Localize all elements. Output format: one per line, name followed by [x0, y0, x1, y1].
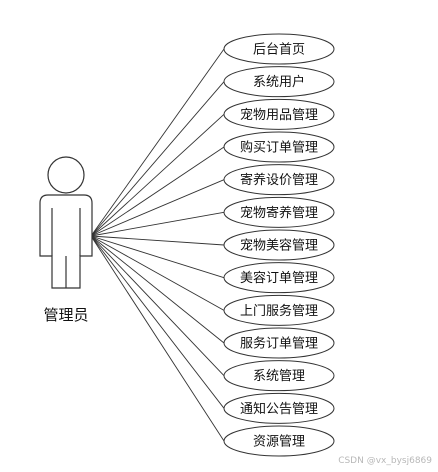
- use-case-label: 系统用户: [253, 74, 305, 90]
- use-case-ellipse: [223, 392, 335, 424]
- association-line: [90, 235, 225, 376]
- use-case-label: 资源管理: [253, 435, 305, 450]
- use-case: 系统管理: [223, 360, 335, 392]
- use-case-label: 宠物用品管理: [240, 107, 318, 123]
- association-line: [90, 114, 225, 237]
- use-case: 宠物寄养管理: [223, 196, 335, 228]
- use-case: 后台首页: [223, 33, 335, 65]
- use-case-label: 上门服务管理: [240, 303, 318, 319]
- actor-body: [39, 194, 93, 289]
- use-case-label: 系统管理: [253, 369, 305, 384]
- use-case-label: 寄养设价管理: [240, 172, 318, 188]
- use-case-label: 后台首页: [253, 43, 305, 58]
- use-case-ellipse: [223, 425, 335, 457]
- association-line: [90, 235, 225, 246]
- use-case-label: 美容订单管理: [240, 270, 318, 286]
- watermark: CSDN @vx_bysj6869: [338, 456, 432, 466]
- use-case-ellipse: [223, 33, 335, 65]
- association-line: [90, 146, 225, 237]
- actor-figure: [39, 156, 93, 289]
- use-case: 通知公告管理: [223, 392, 335, 424]
- use-case: 寄养设价管理: [223, 164, 335, 196]
- actor-head: [47, 156, 85, 194]
- use-case-ellipse: [223, 164, 335, 196]
- use-case: 服务订单管理: [223, 327, 335, 359]
- use-case-label: 通知公告管理: [240, 401, 318, 417]
- use-case: 购买订单管理: [223, 131, 335, 163]
- use-case-ellipse: [223, 196, 335, 228]
- use-case-ellipse: [223, 294, 335, 326]
- actor-label: 管理员: [43, 306, 88, 324]
- association-line: [90, 235, 225, 442]
- use-case-label: 宠物美容管理: [240, 238, 318, 254]
- use-case-list: 后台首页系统用户宠物用品管理购买订单管理寄养设价管理宠物寄养管理宠物美容管理美容…: [223, 33, 335, 457]
- association-line: [90, 81, 225, 237]
- use-case: 资源管理: [223, 425, 335, 457]
- use-case: 美容订单管理: [223, 262, 335, 294]
- use-case: 宠物美容管理: [223, 229, 335, 261]
- use-case-ellipse: [223, 66, 335, 98]
- association-line: [90, 48, 225, 237]
- association-line: [90, 211, 225, 237]
- use-case-label: 宠物寄养管理: [240, 205, 318, 221]
- association-lines: [90, 48, 225, 442]
- use-case-label: 服务订单管理: [240, 336, 318, 352]
- association-line: [90, 235, 225, 279]
- use-case-label: 购买订单管理: [240, 140, 318, 156]
- association-line: [90, 179, 225, 237]
- use-case-ellipse: [223, 327, 335, 359]
- use-case-ellipse: [223, 131, 335, 163]
- use-case: 宠物用品管理: [223, 98, 335, 130]
- use-case: 上门服务管理: [223, 294, 335, 326]
- use-case-ellipse: [223, 229, 335, 261]
- association-line: [90, 235, 225, 311]
- use-case: 系统用户: [223, 66, 335, 98]
- use-case-ellipse: [223, 360, 335, 392]
- use-case-ellipse: [223, 98, 335, 130]
- use-case-ellipse: [223, 262, 335, 294]
- association-line: [90, 235, 225, 344]
- association-line: [90, 235, 225, 409]
